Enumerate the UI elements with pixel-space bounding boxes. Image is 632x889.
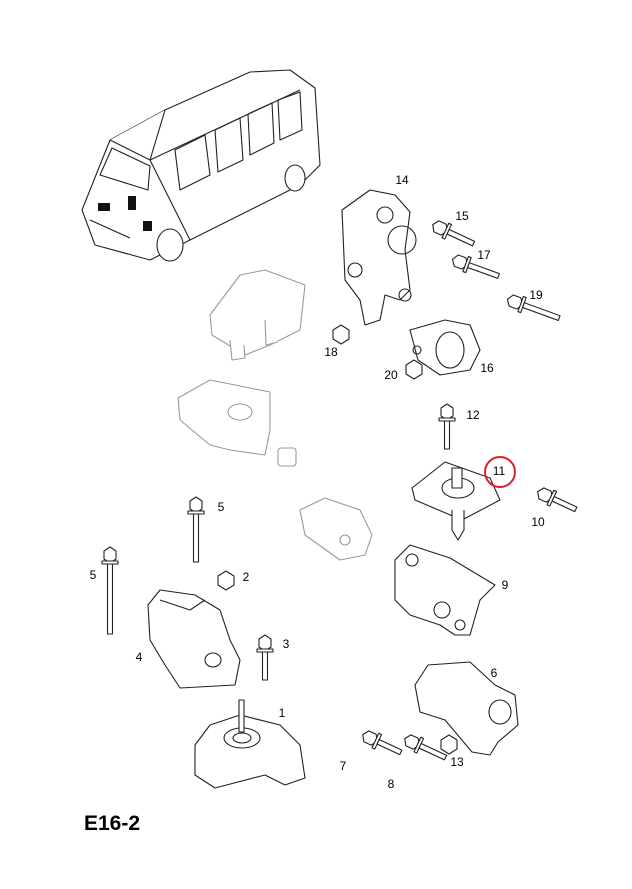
part-6-bracket	[414, 661, 519, 756]
part-label-10[interactable]: 10	[531, 515, 545, 529]
part-label-6[interactable]: 6	[490, 666, 498, 680]
nuts	[217, 324, 458, 755]
part-label-5b[interactable]: 5	[89, 568, 97, 582]
part-label-11[interactable]: 11	[492, 464, 506, 478]
part-label-18[interactable]: 18	[324, 345, 338, 359]
van-illustration	[81, 69, 321, 262]
part-label-17[interactable]: 17	[477, 248, 491, 262]
mount-markers	[98, 196, 152, 231]
highlight-circle	[484, 456, 516, 488]
bolt-15	[432, 220, 476, 247]
part-label-5a[interactable]: 5	[217, 500, 225, 514]
bolt-17	[451, 254, 500, 279]
part-label-12[interactable]: 12	[466, 408, 480, 422]
bolt-19	[506, 294, 561, 321]
part-label-13[interactable]: 13	[450, 755, 464, 769]
part-16-mount	[409, 319, 481, 376]
part-label-3[interactable]: 3	[282, 637, 290, 651]
bolt-12	[438, 403, 456, 450]
part-label-7[interactable]: 7	[339, 759, 347, 773]
bolts	[101, 220, 578, 761]
part-label-8[interactable]: 8	[387, 777, 395, 791]
part-label-15[interactable]: 15	[455, 209, 469, 223]
part-label-16[interactable]: 16	[480, 361, 494, 375]
part-label-19[interactable]: 19	[529, 288, 543, 302]
bolt-5a	[187, 496, 205, 563]
part-9-bracket	[394, 544, 496, 636]
bolt-8	[404, 734, 448, 761]
diagram-code: E16-2	[84, 812, 141, 835]
part-label-14[interactable]: 14	[395, 173, 409, 187]
bolt-10	[537, 487, 578, 513]
part-label-1[interactable]: 1	[278, 706, 286, 720]
part-11-mount	[411, 461, 501, 541]
part-label-2[interactable]: 2	[242, 570, 250, 584]
bolt-3	[256, 634, 274, 681]
part-label-4[interactable]: 4	[135, 650, 143, 664]
faded-brackets	[177, 269, 373, 561]
part-4-mount	[147, 589, 241, 689]
part-label-9[interactable]: 9	[501, 578, 509, 592]
part-1-mount	[194, 699, 306, 789]
part-14-bracket	[341, 189, 411, 326]
bolt-7	[362, 730, 403, 756]
bolt-5b	[101, 546, 119, 635]
part-label-20[interactable]: 20	[384, 368, 398, 382]
